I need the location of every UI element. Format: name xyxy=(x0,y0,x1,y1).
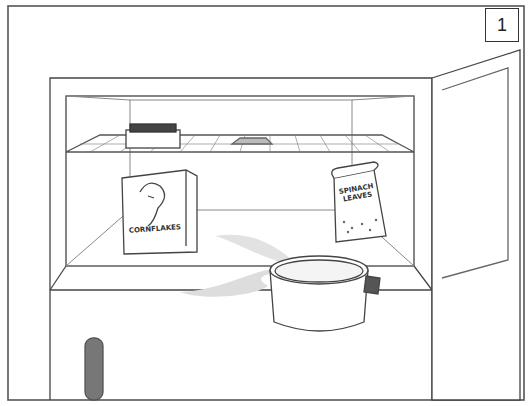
callout-box: 1 xyxy=(485,8,519,42)
butter-dish xyxy=(126,130,180,148)
callout-number: 1 xyxy=(497,16,507,34)
can xyxy=(85,338,103,400)
frame-border xyxy=(8,6,524,400)
spinach-bag xyxy=(334,170,386,242)
pot-handle xyxy=(364,276,380,294)
fridge-door xyxy=(432,50,520,400)
wire-shelf xyxy=(66,135,414,152)
cereal-box xyxy=(122,170,197,254)
small-container xyxy=(232,138,272,144)
upper-compartment xyxy=(66,96,414,266)
fridge-body xyxy=(50,78,432,400)
